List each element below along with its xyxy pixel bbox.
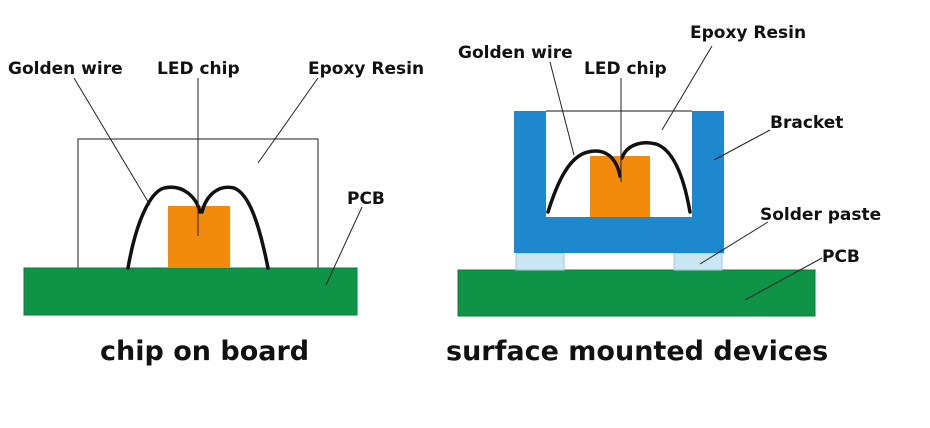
cob-label-led-chip: LED chip bbox=[157, 59, 240, 79]
cob-leader-pcb bbox=[325, 206, 363, 286]
smd-leader-bracket bbox=[713, 129, 771, 161]
smd-pcb bbox=[457, 269, 816, 317]
smd-label-epoxy-resin: Epoxy Resin bbox=[690, 23, 806, 43]
cob-label-golden-wire: Golden wire bbox=[8, 59, 123, 79]
cob-caption: chip on board bbox=[100, 336, 309, 367]
cob-golden-wire-left bbox=[126, 185, 202, 270]
cob-golden-wire-right bbox=[200, 185, 270, 270]
cob-led-chip bbox=[168, 206, 230, 268]
cob-leader-epoxy-resin bbox=[257, 77, 319, 164]
smd-leader-pcb bbox=[744, 257, 823, 301]
smd-leader-solder-paste bbox=[699, 221, 769, 265]
cob-pcb bbox=[23, 267, 358, 316]
cob-leader-golden-wire bbox=[73, 77, 151, 206]
smd-bracket bbox=[514, 111, 724, 253]
smd-label-pcb: PCB bbox=[822, 247, 860, 267]
smd-caption: surface mounted devices bbox=[446, 336, 828, 367]
cob-label-pcb: PCB bbox=[347, 189, 385, 209]
smd-leader-epoxy-resin bbox=[661, 45, 713, 131]
smd-label-led-chip: LED chip bbox=[584, 59, 667, 79]
smd-led-chip bbox=[590, 156, 650, 217]
smd-label-solder-paste: Solder paste bbox=[760, 205, 881, 225]
cob-label-epoxy-resin: Epoxy Resin bbox=[308, 59, 424, 79]
smd-label-golden-wire: Golden wire bbox=[458, 43, 573, 63]
smd-solder-paste-left bbox=[515, 252, 565, 271]
smd-golden-wire-right bbox=[620, 141, 692, 214]
cob-diagram: Golden wire LED chip Epoxy Resin PCB chi… bbox=[8, 59, 424, 367]
smd-leader-golden-wire bbox=[549, 61, 575, 156]
smd-diagram: Golden wire LED chip Epoxy Resin Bracket… bbox=[446, 23, 881, 367]
smd-label-bracket: Bracket bbox=[770, 113, 843, 133]
smd-solder-paste-right bbox=[673, 252, 723, 271]
smd-golden-wire-left bbox=[546, 149, 622, 214]
